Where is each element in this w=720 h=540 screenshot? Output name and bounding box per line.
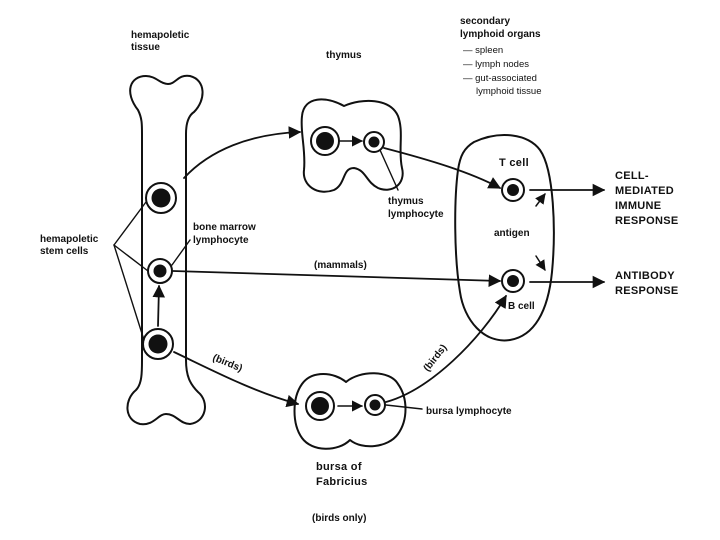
lymphoid-organs-list: — spleen — lymph nodes — gut-associated …: [463, 45, 541, 97]
birds-only-label: (birds only): [312, 513, 366, 524]
thymus-lymphocyte-pointer: [379, 149, 399, 191]
bone-outline: [126, 74, 206, 426]
bursa-lymphocyte-label: bursa lymphocyte: [426, 406, 512, 417]
arrow-bursa-to-b-cell: [385, 294, 507, 403]
stem-cell-pointer-1: [113, 201, 147, 246]
stem-cell-pointer-3: [113, 244, 145, 341]
stem-cell-pointer-2: [113, 244, 149, 272]
cell-mediated-response-label: CELL- MEDIATED IMMUNE RESPONSE: [615, 170, 679, 227]
stem-cell-top: [145, 182, 177, 214]
thymus-lymphocyte-label: thymus lymphocyte: [388, 196, 444, 220]
bone-marrow-lymphocyte-label: bone marrow lymphocyte: [193, 222, 259, 246]
bone-marrow-lymphocyte-cell: [147, 258, 173, 284]
mammals-label: (mammals): [314, 260, 367, 271]
stem-to-marrow-arrow: [152, 284, 166, 327]
bursa-stem-cell: [305, 391, 335, 421]
bursa-of-fabricius-label: bursa of Fabricius: [316, 461, 368, 488]
arrow-thymus-to-t-cell: [383, 147, 502, 189]
bursa-lymphocyte-cell: [364, 394, 386, 416]
antibody-response-label: ANTIBODY RESPONSE: [615, 270, 679, 297]
thymus-outline: [300, 98, 404, 193]
bursa-outline: [293, 372, 407, 450]
thymus-label: thymus: [326, 50, 362, 61]
b-cell-label: B cell: [508, 301, 535, 312]
hematopoietic-tissue-label: hemapoletic tissue: [131, 30, 192, 53]
secondary-lymphoid-organs-label: secondary lymphoid organs: [460, 16, 541, 40]
secondary-lymphoid-organ-outline: [454, 134, 555, 342]
b-cell: [501, 269, 525, 293]
arrow-stem-to-thymus: [183, 126, 302, 179]
arrow-marrow-to-b-cell-mammals: [172, 270, 502, 287]
birds-right-label: (birds): [422, 343, 450, 374]
antigen-label: antigen: [494, 228, 530, 239]
thymus-lymphocyte-cell: [363, 131, 385, 153]
arrow-stem-to-bursa: [173, 351, 300, 408]
marrow-lymphocyte-pointer: [171, 239, 191, 266]
t-cell: [501, 178, 525, 202]
thymus-stem-cell: [310, 126, 340, 156]
hematopoietic-stem-cells-label: hemapoletic stem cells: [40, 234, 101, 257]
bursa-lymphocyte-pointer: [385, 404, 423, 410]
stem-cell-bottom: [142, 328, 174, 360]
arrow-antigen-to-b: [535, 255, 546, 271]
arrow-antigen-to-t: [535, 193, 546, 207]
t-cell-label: T cell: [499, 157, 529, 169]
